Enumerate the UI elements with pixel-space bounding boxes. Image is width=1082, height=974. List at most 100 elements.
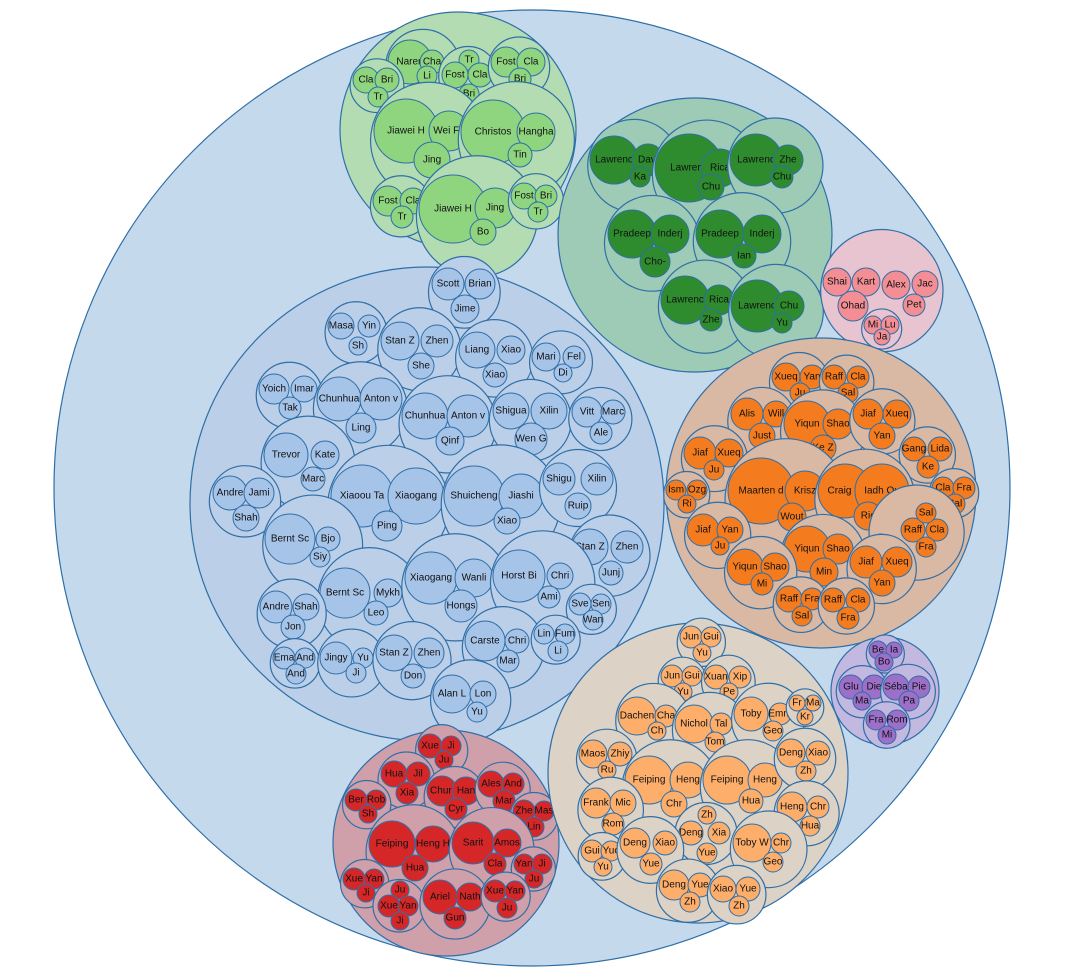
leaf-circle bbox=[492, 828, 522, 858]
leaf-circle bbox=[700, 626, 722, 648]
leaf-circle bbox=[290, 375, 318, 403]
leaf-circle bbox=[610, 530, 644, 564]
leaf-circle bbox=[363, 600, 389, 626]
leaf-circle bbox=[390, 880, 410, 900]
leaf-circle bbox=[804, 694, 822, 712]
leaf-circle bbox=[435, 426, 465, 456]
leaf-circle bbox=[524, 869, 544, 889]
leaf-circle bbox=[553, 363, 573, 383]
leaf-circle bbox=[609, 789, 637, 817]
leaf-circle bbox=[877, 725, 897, 745]
leaf-circle bbox=[212, 475, 248, 511]
leaf-circle bbox=[407, 352, 435, 380]
leaf-circle bbox=[760, 552, 790, 582]
leaf-circle bbox=[868, 422, 896, 450]
leaf-circle bbox=[900, 517, 926, 543]
leaf-circle bbox=[882, 399, 912, 429]
leaf-circle bbox=[647, 721, 667, 741]
leaf-circle bbox=[868, 569, 896, 597]
leaf-circle bbox=[607, 741, 633, 767]
leaf-circle bbox=[359, 377, 403, 421]
leaf-circle bbox=[285, 663, 307, 685]
leaf-circle bbox=[582, 609, 604, 631]
leaf-circle bbox=[865, 709, 887, 731]
leaf-circle bbox=[665, 479, 687, 501]
leaf-circle bbox=[738, 788, 764, 814]
leaf-circle bbox=[390, 205, 414, 229]
leaf-circle bbox=[619, 827, 651, 859]
leaf-circle bbox=[327, 312, 355, 340]
cluster-pink: DaIlAlShaiKartAlexJacOhadPetMiLuJa bbox=[820, 228, 944, 353]
leaf-circle bbox=[846, 365, 870, 389]
leaf-circle bbox=[443, 906, 467, 930]
leaf-circle bbox=[493, 507, 521, 535]
leaf-circle bbox=[639, 246, 671, 278]
leaf-circle bbox=[413, 637, 445, 669]
leaf-circle bbox=[750, 572, 774, 596]
leaf-circle bbox=[405, 761, 431, 787]
leaf-circle bbox=[852, 691, 872, 711]
leaf-circle bbox=[496, 649, 520, 673]
leaf-circle bbox=[677, 494, 697, 514]
leaf-circle bbox=[562, 345, 586, 369]
leaf-circle bbox=[660, 790, 688, 818]
leaf-circle bbox=[886, 709, 908, 731]
leaf-circle bbox=[714, 438, 744, 468]
leaf-circle bbox=[232, 504, 260, 532]
leaf-circle bbox=[915, 536, 937, 558]
leaf-circle bbox=[589, 421, 613, 445]
leaf-circle bbox=[496, 897, 518, 919]
leaf-circle bbox=[836, 606, 860, 630]
leaf-circle bbox=[874, 652, 894, 672]
leaf-circle bbox=[531, 342, 561, 372]
leaf-circle bbox=[728, 895, 750, 917]
leaf-circle bbox=[533, 623, 555, 645]
leaf-circle bbox=[710, 536, 730, 556]
leaf-circle bbox=[444, 589, 478, 623]
leaf-circle bbox=[375, 634, 413, 672]
leaf-circle bbox=[420, 324, 454, 358]
leaf-circle bbox=[466, 701, 488, 723]
leaf-circle bbox=[309, 546, 331, 568]
leaf-circle bbox=[601, 812, 625, 836]
leaf-circle bbox=[805, 740, 831, 766]
leaf-circle bbox=[580, 462, 614, 496]
leaf-circle bbox=[650, 214, 690, 254]
leaf-circle bbox=[851, 267, 881, 297]
leaf-circle bbox=[390, 911, 410, 931]
leaf-circle bbox=[762, 851, 784, 873]
leaf-circle bbox=[243, 477, 275, 509]
leaf-circle bbox=[259, 590, 293, 624]
leaf-circle bbox=[911, 270, 939, 298]
leaf-circle bbox=[699, 308, 723, 332]
leaf-circle bbox=[444, 797, 468, 821]
leaf-circle bbox=[703, 664, 729, 690]
leaf-circle bbox=[458, 331, 496, 369]
leaf-circle bbox=[358, 804, 378, 824]
leaf-circle bbox=[348, 336, 368, 356]
leaf-circle bbox=[881, 546, 913, 578]
leaf-circle bbox=[516, 112, 556, 152]
leaf-circle bbox=[679, 891, 701, 913]
leaf-circle bbox=[925, 518, 949, 542]
leaf-circle bbox=[380, 321, 420, 361]
leaf-circle bbox=[600, 399, 626, 425]
leaf-circle bbox=[742, 214, 782, 254]
leaf-circle bbox=[345, 412, 377, 444]
leaf-circle bbox=[822, 267, 852, 297]
leaf-circle bbox=[400, 663, 426, 689]
